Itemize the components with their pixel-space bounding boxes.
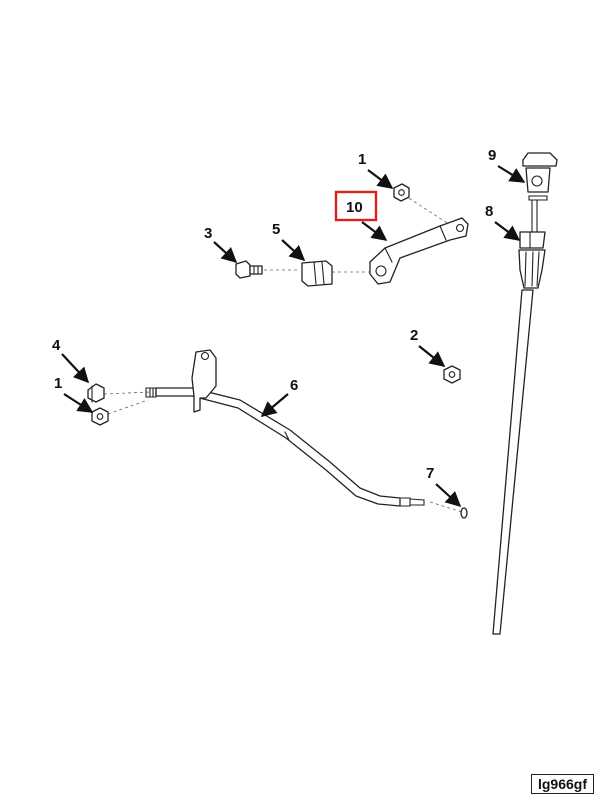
figure-id-label: lg966gf xyxy=(530,774,594,794)
part-3-bolt[interactable] xyxy=(235,260,263,279)
callout-6: 6 xyxy=(260,377,298,417)
callout-4: 4 xyxy=(52,337,90,384)
part-8-dipstick[interactable] xyxy=(492,199,546,635)
bracket-assembly xyxy=(235,183,469,287)
tube-assembly xyxy=(87,349,468,519)
part-1-nut-left[interactable] xyxy=(91,407,109,426)
part-10-bracket[interactable] xyxy=(369,217,469,285)
callout-9: 9 xyxy=(488,147,526,183)
part-5-spacer[interactable] xyxy=(301,260,333,287)
callout-6-label: 6 xyxy=(290,377,298,394)
callout-7: 7 xyxy=(426,465,462,508)
callout-3-label: 3 xyxy=(204,225,212,242)
callout-10-label: 10 xyxy=(346,199,363,216)
callout-10-highlight-box xyxy=(334,190,378,222)
part-4-clip[interactable] xyxy=(87,383,105,403)
callout-2-label: 2 xyxy=(410,327,418,344)
part-9-handle[interactable] xyxy=(522,152,558,201)
part-7-o-ring[interactable] xyxy=(460,507,468,519)
callout-9-label: 9 xyxy=(488,147,496,164)
callout-1-top-label: 1 xyxy=(358,151,366,168)
callout-5: 5 xyxy=(272,221,306,262)
callout-5-label: 5 xyxy=(272,221,280,238)
callout-1-left-label: 1 xyxy=(54,375,62,392)
part-2-nut[interactable] xyxy=(443,365,461,384)
callout-2: 2 xyxy=(410,327,446,367)
callout-4-label: 4 xyxy=(52,337,61,354)
callout-10: 10 xyxy=(334,190,388,241)
callout-8-label: 8 xyxy=(485,203,493,220)
dipstick-assembly xyxy=(492,152,558,635)
part-1-nut-top[interactable] xyxy=(393,183,410,202)
callout-1-top: 1 xyxy=(358,151,394,189)
callout-1-left: 1 xyxy=(54,375,94,413)
callout-7-label: 7 xyxy=(426,465,434,482)
callout-8: 8 xyxy=(485,203,521,241)
part-6-tube[interactable] xyxy=(145,349,425,507)
callout-3: 3 xyxy=(204,225,238,264)
